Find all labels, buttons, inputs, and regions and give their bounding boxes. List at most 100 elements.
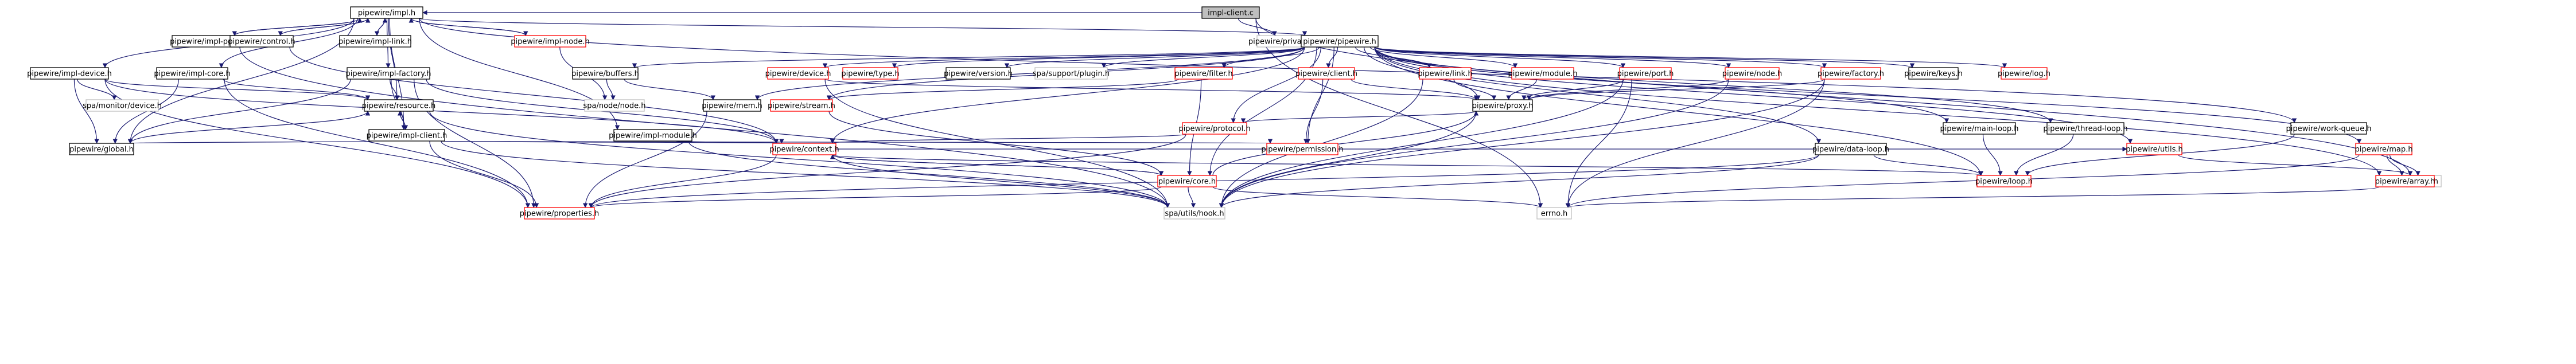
edge-implclient-to-permission [441, 138, 1271, 144]
node-dataloop[interactable]: pipewire/data-loop.h [1812, 143, 1889, 155]
node-label-device: pipewire/device.h [765, 70, 831, 79]
edge-map-to-errno [1566, 154, 2360, 208]
node-array[interactable]: pipewire/array.h [2375, 175, 2435, 187]
node-module[interactable]: pipewire/module.h [1508, 67, 1578, 80]
node-version[interactable]: pipewire/version.h [944, 67, 1013, 80]
node-device[interactable]: pipewire/device.h [765, 67, 831, 80]
node-properties[interactable]: pipewire/properties.h [520, 207, 600, 220]
edge-root-to-string [1255, 18, 2413, 176]
node-box-filter [1174, 67, 1233, 80]
node-label-plugin: spa/support/plugin.h [1033, 70, 1110, 79]
node-map[interactable]: pipewire/map.h [2355, 143, 2413, 155]
edge-proxy-to-hook [1219, 111, 1477, 208]
edge-pipewire-to-dataloop [1374, 46, 1822, 144]
node-link[interactable]: pipewire/link.h [1418, 67, 1473, 80]
edge-implcore-to-resource [223, 79, 371, 100]
node-stream[interactable]: pipewire/stream.h [768, 99, 835, 112]
node-control[interactable]: pipewire/control.h [228, 35, 295, 48]
edge-impldevice-to-monitor [77, 79, 117, 100]
node-utils[interactable]: pipewire/utils.h [2126, 143, 2183, 155]
node-box-implclient [368, 129, 445, 142]
edge-global-to-resource [130, 111, 371, 144]
node-monitor[interactable]: spa/monitor/device.h [83, 99, 162, 112]
node-global[interactable]: pipewire/global.h [69, 143, 134, 155]
edge-impldevice-to-resource [104, 79, 371, 100]
edge-implclient-to-context [441, 138, 777, 144]
edge-core-to-errno [1212, 186, 1543, 208]
node-log[interactable]: pipewire/log.h [1998, 67, 2050, 80]
node-box-pipewire [1301, 35, 1379, 48]
node-box-mem [703, 99, 761, 112]
edge-pipewire-to-buffers [632, 46, 1305, 68]
node-label-context: pipewire/context.h [769, 146, 839, 154]
node-node[interactable]: pipewire/node.h [1722, 67, 1783, 80]
node-keys[interactable]: pipewire/keys.h [1904, 67, 1963, 80]
node-root[interactable]: impl-client.c [1201, 6, 1260, 19]
edge-impllink-to-impl [376, 18, 388, 36]
node-implmodule[interactable]: pipewire/impl-module.h [609, 129, 697, 142]
node-implfactory[interactable]: pipewire/impl-factory.h [346, 67, 431, 80]
node-mem[interactable]: pipewire/mem.h [702, 99, 762, 112]
node-permission[interactable]: pipewire/permission.h [1261, 143, 1344, 155]
node-hook[interactable]: spa/utils/hook.h [1164, 207, 1225, 220]
node-context[interactable]: pipewire/context.h [769, 143, 839, 155]
node-label-utils: pipewire/utils.h [2126, 146, 2183, 154]
node-label-permission: pipewire/permission.h [1261, 146, 1343, 154]
node-protocol[interactable]: pipewire/protocol.h [1178, 122, 1251, 135]
edge-pipewire-to-device [823, 46, 1305, 68]
edge-implmodule-to-hook [688, 140, 1170, 208]
node-box-mainloop [1943, 122, 2016, 135]
node-proxy[interactable]: pipewire/proxy.h [1472, 99, 1534, 112]
edge-pipewire-to-plugin [1101, 46, 1305, 68]
node-client[interactable]: pipewire/client.h [1295, 67, 1357, 80]
node-implnode[interactable]: pipewire/impl-node.h [511, 35, 590, 48]
node-box-monitor [85, 99, 159, 112]
node-box-factory [1820, 67, 1881, 80]
node-spanode[interactable]: spa/node/node.h [583, 99, 646, 112]
node-label-global: pipewire/global.h [69, 146, 134, 154]
edge-client-to-proxy [1351, 79, 1479, 100]
edge-control-to-impl [280, 18, 371, 36]
node-buffers[interactable]: pipewire/buffers.h [571, 67, 639, 80]
node-implcore[interactable]: pipewire/impl-core.h [154, 67, 231, 80]
node-label-array: pipewire/array.h [2375, 178, 2435, 186]
node-label-client: pipewire/client.h [1295, 70, 1357, 79]
node-box-root [1201, 6, 1260, 19]
node-label-root: impl-client.c [1208, 9, 1254, 18]
node-label-implport: pipewire/impl-port.h [170, 38, 246, 46]
edge-buffers-to-mem [624, 79, 715, 100]
node-private[interactable]: pipewire/private.h [1248, 35, 1316, 48]
node-label-impl: pipewire/impl.h [358, 9, 415, 18]
node-impl[interactable]: pipewire/impl.h [350, 6, 423, 19]
edge-pipewire-to-client [1326, 46, 1338, 68]
edge-implfactory-to-resource [390, 79, 400, 100]
node-plugin[interactable]: spa/support/plugin.h [1033, 67, 1110, 80]
node-label-buffers: pipewire/buffers.h [571, 70, 639, 79]
node-port[interactable]: pipewire/port.h [1617, 67, 1674, 80]
node-label-implclient: pipewire/impl-client.h [367, 132, 448, 140]
node-workqueue[interactable]: pipewire/work-queue.h [2286, 122, 2372, 135]
node-factory[interactable]: pipewire/factory.h [1818, 67, 1884, 80]
node-errno[interactable]: errno.h [1536, 207, 1572, 220]
edge-factory-to-proxy [1527, 79, 1825, 100]
node-mainloop[interactable]: pipewire/main-loop.h [1940, 122, 2019, 135]
edge-factory-to-hook [1219, 79, 1825, 208]
node-label-protocol: pipewire/protocol.h [1178, 125, 1250, 134]
edge-pipewire-to-type [892, 46, 1305, 68]
node-implport[interactable]: pipewire/impl-port.h [170, 35, 246, 48]
node-type[interactable]: pipewire/type.h [841, 67, 900, 80]
edge-implclient-to-resource [397, 111, 406, 130]
node-impllink[interactable]: pipewire/impl-link.h [338, 35, 412, 48]
node-resource[interactable]: pipewire/resource.h [362, 99, 435, 112]
node-loop[interactable]: pipewire/loop.h [1975, 175, 2033, 187]
node-threadloop[interactable]: pipewire/thread-loop.h [2043, 122, 2128, 135]
node-pipewire[interactable]: pipewire/pipewire.h [1301, 35, 1379, 48]
node-impldevice[interactable]: pipewire/impl-device.h [27, 67, 112, 80]
node-filter[interactable]: pipewire/filter.h [1174, 67, 1233, 80]
edge-port-to-hook [1219, 79, 1624, 208]
node-core[interactable]: pipewire/core.h [1157, 175, 1217, 187]
node-box-threadloop [2046, 122, 2124, 135]
node-box-resource [364, 99, 434, 112]
node-implclient[interactable]: pipewire/impl-client.h [367, 129, 448, 142]
node-box-version [945, 67, 1011, 80]
